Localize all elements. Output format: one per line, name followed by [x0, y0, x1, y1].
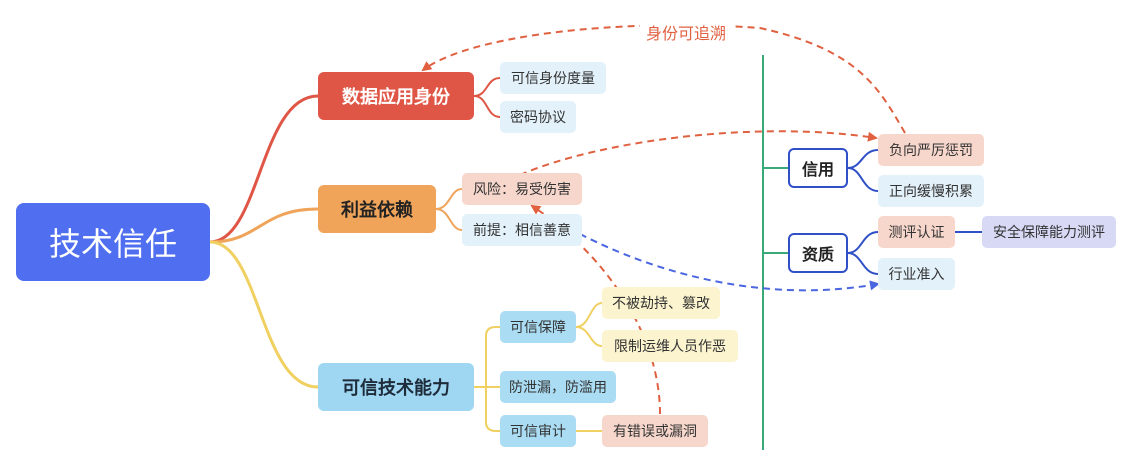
cap-audit: 可信审计 — [500, 415, 576, 447]
cap-anti-leak: 防泄漏，防滥用 — [500, 371, 616, 403]
leaf-premise: 前提：相信善意 — [462, 214, 582, 246]
leaf-risk: 风险：易受伤害 — [462, 173, 582, 205]
arrow-traceable — [421, 24, 906, 134]
link-data-leaf2 — [473, 95, 501, 118]
link-cap-guarantee — [474, 326, 500, 388]
arrow-risk-penalty — [519, 130, 878, 176]
leaf-positive-accumulate: 正向缓慢积累 — [878, 175, 984, 207]
root-node: 技术信任 — [16, 203, 210, 281]
link-ben-leaf1 — [435, 188, 463, 210]
node-qualification: 资质 — [788, 233, 848, 273]
cap-guarantee: 可信保障 — [500, 311, 576, 343]
node-credit: 信用 — [788, 148, 848, 188]
leaf-security-eval: 安全保障能力测评 — [982, 216, 1116, 248]
leaf-no-hijack: 不被劫持、篡改 — [602, 287, 720, 319]
link-credit-leaf2 — [847, 167, 879, 192]
leaf-crypto-protocol: 密码协议 — [500, 101, 576, 133]
leaf-industry-access: 行业准入 — [878, 258, 955, 290]
leaf-trusted-identity: 可信身份度量 — [500, 62, 606, 94]
link-root-benefit — [209, 207, 319, 244]
branch-capability: 可信技术能力 — [318, 363, 474, 411]
leaf-negative-penalty: 负向严厉惩罚 — [878, 134, 984, 166]
link-qual-leaf2 — [847, 252, 879, 275]
link-guar-leaf2 — [575, 326, 603, 347]
annotation-traceable: 身份可追溯 — [640, 20, 733, 44]
link-ben-leaf2 — [435, 208, 463, 231]
leaf-limit-ops: 限制运维人员作恶 — [602, 330, 738, 362]
leaf-bugs: 有错误或漏洞 — [602, 415, 708, 447]
link-qual-leaf1 — [847, 231, 879, 254]
link-data-leaf1 — [473, 77, 501, 97]
leaf-certification: 测评认证 — [878, 216, 955, 248]
branch-data-identity: 数据应用身份 — [318, 72, 474, 120]
link-credit-leaf1 — [847, 149, 879, 169]
link-guar-leaf1 — [575, 302, 603, 328]
link-cap-audit — [474, 386, 500, 432]
link-root-capability — [209, 240, 319, 389]
link-root-data — [209, 94, 319, 244]
branch-benefit: 利益依赖 — [318, 185, 436, 233]
